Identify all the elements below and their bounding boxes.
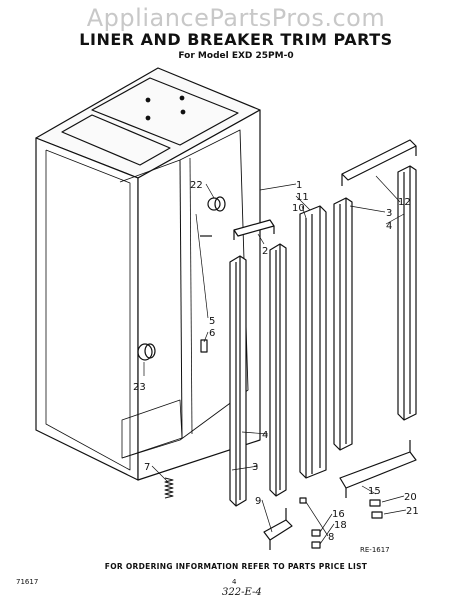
cabinet-liner [35,67,261,481]
page-code: 71617 [16,578,39,586]
part-8-clip [299,497,307,504]
part-20-clip [369,499,381,507]
callout-12: 12 [398,197,411,208]
callout-3a: 3 [386,208,392,219]
callout-5: 5 [209,316,215,327]
callout-3b: 3 [252,462,258,473]
callout-11: 11 [296,192,309,203]
callout-7: 7 [144,462,150,473]
callout-8: 8 [328,532,334,543]
handwritten-note: 322-E-4 [222,587,262,598]
part-9-breaker-bottom [263,508,293,550]
callout-1: 1 [296,180,302,191]
part-16-clip [311,529,321,537]
callout-6: 6 [209,328,215,339]
diagram-code: RE-1617 [360,546,390,554]
part-18-clip [311,541,321,549]
diagram-title: LINER AND BREAKER TRIM PARTS [79,30,393,49]
callout-21: 21 [406,506,419,517]
part-21-clip [371,511,383,519]
part-7-spring [164,477,174,499]
callout-16: 16 [332,509,345,520]
watermark: AppliancePartsPros.com [86,4,386,32]
callout-9: 9 [255,496,261,507]
part-15-breaker-bottom [339,440,417,498]
ordering-note: FOR ORDERING INFORMATION REFER TO PARTS … [104,562,368,571]
part-3-trim-left [229,255,247,507]
callout-10: 10 [292,203,305,214]
callout-4b: 4 [262,430,268,441]
callout-4a: 4 [386,221,392,232]
part-10-trim [299,205,327,479]
part-4-trim-right [397,165,417,421]
callout-2: 2 [262,246,268,257]
part-3-trim-right [333,197,353,451]
callout-18: 18 [334,520,347,531]
callout-20: 20 [404,492,417,503]
part-2-breaker-top [233,219,275,240]
model-subtitle: For Model EXD 25PM-0 [178,51,294,61]
page-number: 4 [232,578,237,586]
part-11-trim-center [269,243,287,497]
callout-15: 15 [368,486,381,497]
part-12-breaker-top [341,139,417,186]
callout-22: 22 [190,180,203,191]
callout-23: 23 [133,382,146,393]
